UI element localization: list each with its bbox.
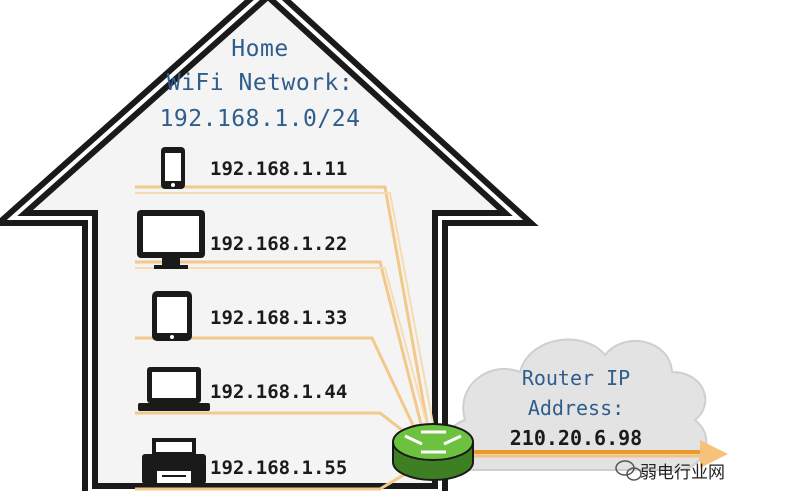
device-ip-printer: 192.168.1.55: [210, 457, 348, 479]
connection-line: [135, 336, 422, 441]
network-title-wifi: WiFi Network:: [166, 70, 354, 96]
router-ip-address: 210.20.6.98: [509, 426, 643, 450]
connection-line: [135, 185, 432, 441]
connection-line: [135, 267, 432, 441]
internet-arrow: [470, 440, 728, 468]
router-icon: [392, 423, 474, 481]
device-ip-monitor: 192.168.1.22: [210, 233, 348, 255]
smartphone-icon: [161, 147, 185, 189]
tablet-icon: [152, 291, 192, 341]
network-title-home: Home: [231, 36, 289, 62]
router-label-line1: Router IP: [521, 366, 631, 390]
laptop-icon: [138, 367, 210, 411]
printer-icon: [142, 438, 206, 485]
connection-lines: [135, 185, 437, 491]
house-outline: [0, 0, 539, 491]
connection-line: [135, 260, 427, 441]
router-label-line2: Address:: [527, 396, 625, 420]
wechat-icon: [615, 460, 642, 481]
device-ip-tablet: 192.168.1.33: [210, 307, 348, 329]
device-ip-laptop: 192.168.1.44: [210, 381, 348, 403]
device-ip-smartphone: 192.168.1.11: [210, 158, 348, 180]
monitor-icon: [137, 210, 205, 269]
network-subnet: 192.168.1.0/24: [159, 106, 361, 132]
connection-line: [135, 192, 437, 441]
internet-cloud: [443, 338, 708, 472]
connection-line: [135, 468, 413, 491]
watermark-text: 弱电行业网: [640, 463, 725, 483]
